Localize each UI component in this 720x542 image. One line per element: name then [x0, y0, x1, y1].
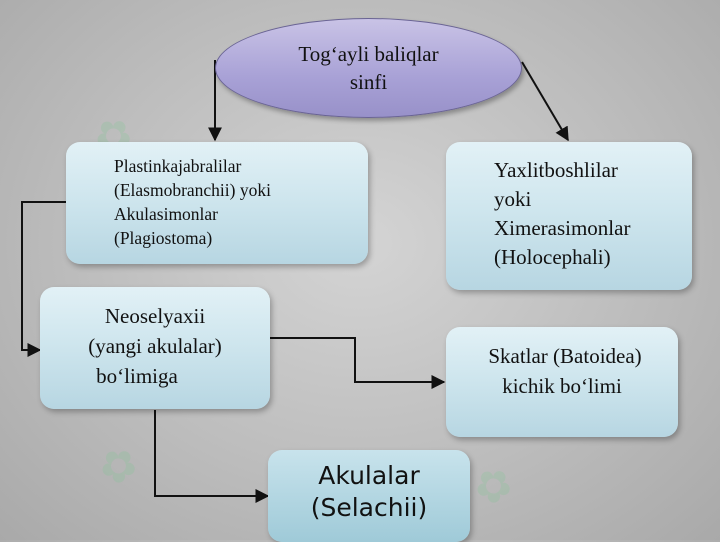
right-class-line2: yoki: [494, 187, 532, 211]
arrow-left-to-neoselachii: [21, 201, 68, 357]
neoselachii-line1: Neoselyaxii: [104, 304, 206, 328]
skates-line1: Skatlar (Batoidea): [488, 344, 642, 368]
skates-line2: kichik bo‘limi: [502, 374, 622, 398]
root-line2: sinfi: [349, 70, 388, 94]
neoselachii-node: Neoselyaxii (yangi akulalar) bo‘limiga: [40, 287, 270, 409]
right-class-node: Yaxlitboshlilar yoki Ximerasimonlar (Hol…: [446, 142, 692, 290]
sharks-line1: Akulalar: [318, 461, 420, 490]
skates-node: Skatlar (Batoidea) kichik bo‘limi: [446, 327, 678, 437]
neoselachii-line2: (yangi akulalar): [88, 334, 222, 358]
left-class-line2: (Elasmobranchii) yoki: [114, 180, 271, 200]
sharks-line2: (Selachii): [310, 493, 428, 522]
arrow-neoselachii-to-sharks: [154, 410, 270, 503]
right-class-line3: Ximerasimonlar: [494, 216, 631, 240]
left-class-line3: Akulasimonlar: [114, 204, 219, 224]
left-class-node: Plastinkajabralilar (Elasmobranchii) yok…: [66, 142, 368, 264]
root-node: Tog‘ayli baliqlar sinfi: [215, 18, 522, 118]
root-line1: Tog‘ayli baliqlar: [298, 42, 439, 66]
right-class-line1: Yaxlitboshlilar: [494, 158, 618, 182]
left-class-line1: Plastinkajabralilar: [114, 156, 242, 176]
arrow-root-to-right: [521, 61, 569, 142]
right-class-line4: (Holocephali): [494, 245, 611, 269]
left-class-line4: (Plagiostoma): [114, 228, 213, 248]
neoselachii-line3: bo‘limiga: [96, 364, 178, 388]
arrow-neoselachii-to-skates: [268, 337, 446, 389]
sharks-node: Akulalar (Selachii): [268, 450, 470, 542]
